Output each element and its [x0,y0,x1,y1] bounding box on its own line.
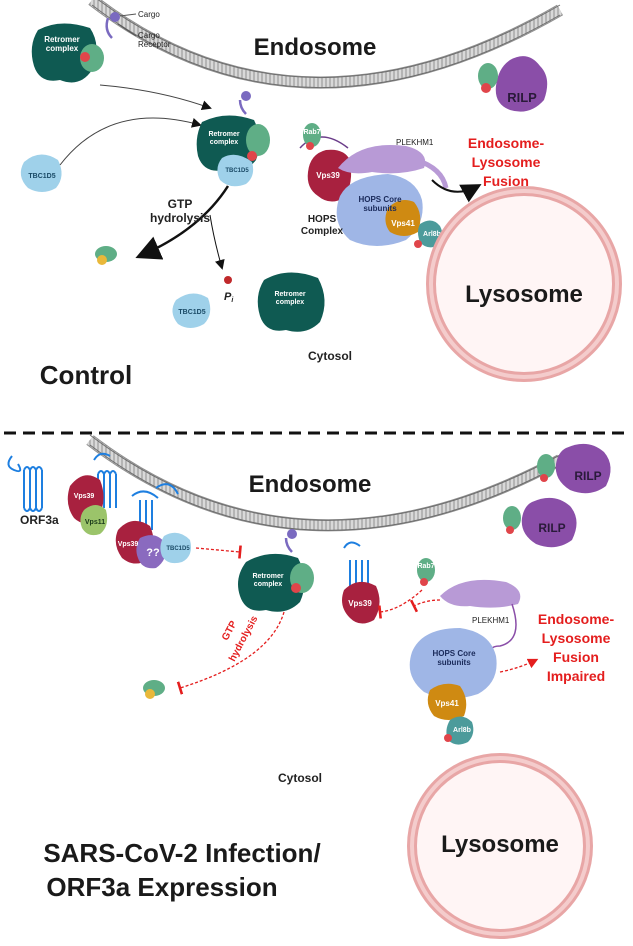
inhibit-vps39-line [378,589,423,619]
orf3a-unknown-tbc1d5 [115,483,191,569]
fusion-top-label-1: Endosome- [468,135,545,151]
vps39-center-label: Vps39 [348,599,372,608]
fusion-bottom-label-4: Impaired [547,668,605,684]
rilp-bottom-2-label: RILP [538,521,565,535]
rab7-gdp-bottom [143,680,165,699]
hops-core-bottom-label-1: HOPS Core [432,649,476,658]
retromer-released-label-2: complex [276,299,305,306]
vps41-top-label: Vps41 [391,219,415,228]
pi-release-arrow [209,214,225,270]
fusion-top-label-2: Lysosome [472,154,541,170]
hops-bottom [409,628,497,745]
fusion-bottom-label-2: Lysosome [542,630,611,646]
fusion-bottom-label-3: Fusion [553,649,599,665]
fusion-bottom-label-1: Endosome- [538,611,615,627]
retromer-label-2: complex [46,44,79,53]
retromer-center-label-2: complex [210,139,239,146]
orf3a-vps39-vps11 [67,452,117,536]
hops-complex-top [299,123,449,248]
endosome-label-top: Endosome [254,34,377,61]
vps39-top-label: Vps39 [316,171,340,180]
vps39-orf3a-label: Vps39 [74,493,95,500]
lysosome-top-label: Lysosome [465,281,583,308]
inhibit-plekhm1-line [409,599,441,613]
cargo-label: Cargo [138,10,160,19]
orf3a-label: ORF3a [20,513,59,527]
rab7-rilp-bottom-2 [503,497,577,548]
retromer-bottom [238,529,314,612]
tbc1d5-recruit-arrow [59,117,202,166]
gtp-hydrolysis-arrow [135,185,230,260]
tbc1d5-bottom-label: TBC1D5 [166,546,190,552]
vps39-membrane-label: Vps39 [118,541,139,548]
cytosol-bottom-label: Cytosol [278,771,322,785]
rab7-rilp-bottom-1 [537,443,611,494]
cytosol-top-label: Cytosol [308,349,352,363]
hops-core-bottom-label-2: subunits [437,658,471,667]
phosphate-dot [224,276,232,284]
hops-core-top-label-1: HOPS Core [358,195,402,204]
rab7-rilp-top [478,56,548,112]
endosome-label-bottom: Endosome [249,471,372,498]
hops-complex-top-label-1: HOPS [308,214,337,225]
tbc1d5-free-label: TBC1D5 [28,173,55,180]
retromer-released [257,272,325,332]
retromer-bottom-label-1: Retromer [252,573,283,580]
gtp-hydrolysis-label-1: GTP [168,197,193,211]
rab7-plekhm1-bottom-label: Rab7 [417,563,434,570]
arl8b-bottom-label: Arl8b [453,727,471,734]
gtp-hydrolysis-label-2: hydrolysis [150,211,210,225]
plekhm1-bottom-label: PLEKHM1 [472,616,510,625]
tbc1d5-center-label: TBC1D5 [225,168,249,174]
lysosome-bottom-label: Lysosome [441,831,559,858]
rab7-gdp-released [95,246,117,265]
condition-control-label: Control [40,360,132,390]
tbc1d5-released [172,293,211,328]
orf3a-free [7,455,43,512]
top-panel: Endosome Cargo Cargo Receptor Retromer c… [20,0,622,390]
rab7-hops-top-label: Rab7 [303,129,320,136]
tbc1d5-released-label: TBC1D5 [178,309,205,316]
rilp-top-label: RILP [507,90,537,105]
tbc1d5-free [20,154,62,192]
retromer-released-label-1: Retromer [274,291,305,298]
orf3a-vps39-center [342,541,380,624]
fusion-top-label-3: Fusion [483,173,529,189]
inhibited-hydrolysis-line [176,611,285,695]
retromer-bottom-label-2: complex [254,581,283,588]
vps41-bottom-label: Vps41 [435,699,459,708]
impaired-fusion-arrow [499,658,539,673]
rilp-bottom-1-label: RILP [574,469,601,483]
cargo-receptor-label-1: Cargo [138,31,160,40]
retromer-label-1: Retromer [44,35,80,44]
cargo-receptor-top [105,12,137,39]
condition-infection-label-2: ORF3a Expression [46,872,277,902]
vps11-label: Vps11 [85,519,105,526]
fusion-arrow-top [431,179,482,203]
unknown-factor-label: ?? [146,547,160,559]
retromer-tbc1d5-complex [196,91,270,187]
bottom-panel: Endosome ORF3a Vps39 Vps11 [7,434,615,939]
retromer-center-label-1: Retromer [208,131,239,138]
recruit-arrow [99,84,212,110]
inhibit-retromer-line [195,545,242,559]
retromer-complex-membrane [31,23,104,83]
condition-infection-label-1: SARS-CoV-2 Infection/ [43,838,320,868]
hops-core-top-label-2: subunits [363,204,397,213]
plekhm1-top-label: PLEKHM1 [396,138,434,147]
pi-label: Pi [224,291,234,304]
cargo-receptor-label-2: Receptor [138,40,171,49]
arl8b-top-label: Arl8b [423,231,441,238]
hops-complex-top-label-2: Complex [301,226,344,237]
